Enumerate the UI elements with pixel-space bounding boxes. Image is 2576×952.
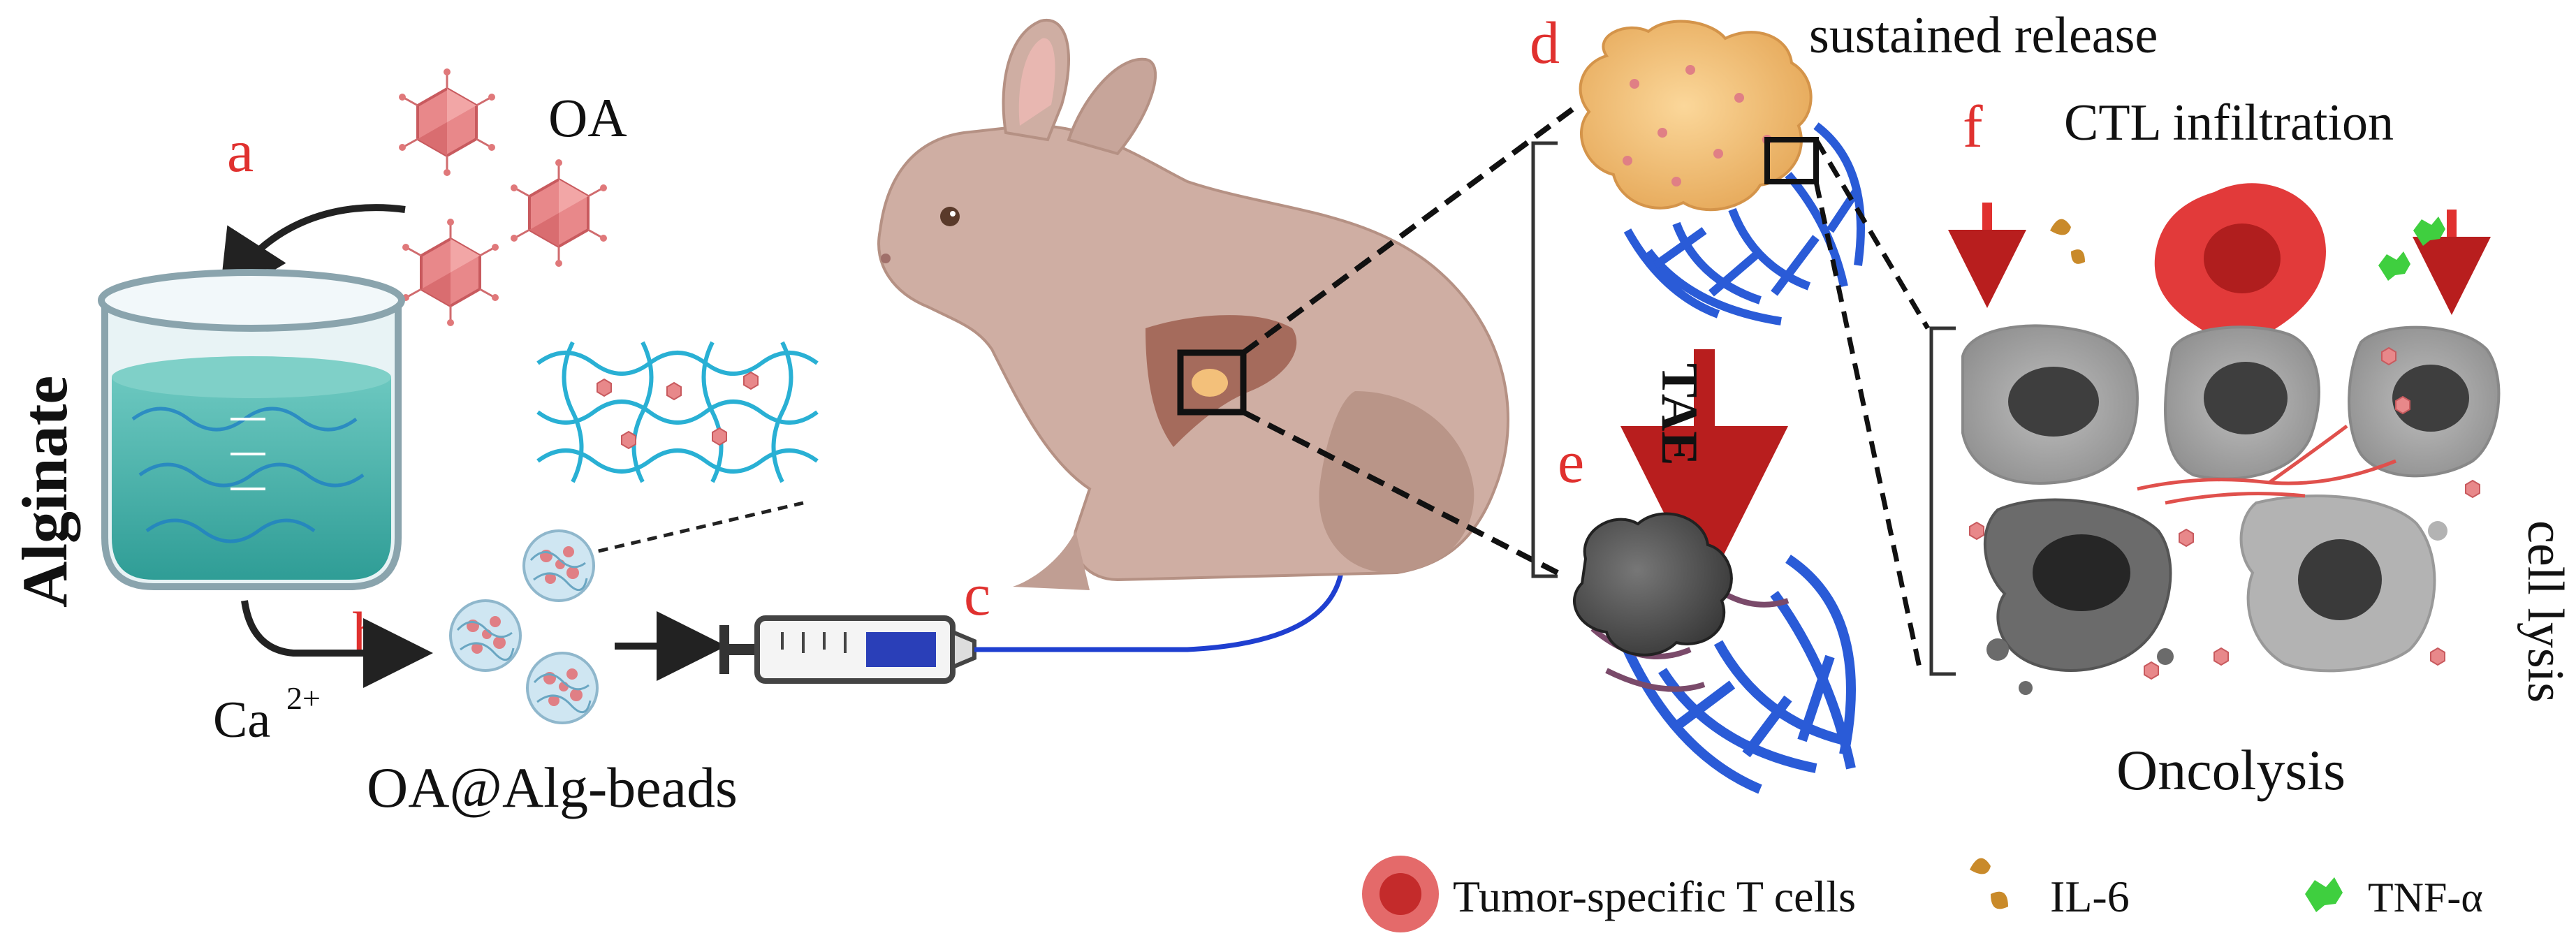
bead-icon: [522, 529, 595, 602]
panel-d: d sustained release: [1530, 7, 2158, 325]
ctl-infiltration-label: CTL infiltration: [2064, 94, 2394, 152]
bead-icon: [449, 599, 522, 672]
virus-icon: [2179, 529, 2194, 547]
zoom-line: [1813, 138, 1931, 330]
bracket: [1929, 326, 1956, 676]
lysed-tumor-cell: [2239, 495, 2447, 673]
bracket: [1531, 141, 1558, 578]
step-letter-a: a: [227, 117, 254, 184]
virus-icon: [2430, 647, 2445, 666]
virus-icon: [509, 158, 608, 268]
tumor-illustration: [1579, 20, 1813, 212]
oncolysis-label: Oncolysis: [2116, 738, 2346, 802]
virus-icon: [2213, 647, 2229, 666]
step-letter-c: c: [964, 561, 990, 628]
beads-label: OA@Alg-beads: [367, 756, 738, 819]
il6-icon: [1970, 858, 2008, 909]
panel-e: e: [1558, 428, 1856, 794]
tnf-alpha-icon: [2305, 877, 2343, 912]
sustained-release-label: sustained release: [1809, 7, 2158, 64]
lysed-tumor-cell: [1983, 498, 2174, 695]
embolized-tumor-illustration: [1573, 512, 1733, 657]
add-virus-arrow: [219, 204, 406, 303]
virus-icon: [401, 217, 500, 328]
tnf-alpha-icon: [2413, 217, 2445, 246]
zoom-line: [1813, 181, 1924, 675]
rabbit-illustration: [877, 18, 1509, 590]
zoom-line: [1241, 102, 1581, 356]
hydrogel-network-illustration: [534, 335, 819, 489]
tae-label: TAE: [1651, 363, 1708, 466]
panel-c: c: [719, 18, 1509, 684]
t-cell-nucleus: [2204, 224, 2281, 293]
beaker-icon: [98, 269, 405, 590]
calcium-charge-label: 2+: [286, 680, 321, 716]
legend: Tumor-specific T cells IL-6 TNF-α: [1362, 856, 2483, 932]
virus-icon: [397, 67, 497, 177]
calcium-label: Ca: [213, 691, 270, 749]
zoom-line: [1242, 409, 1559, 576]
zoom-line: [565, 501, 804, 561]
tnf-alpha-icon: [2378, 251, 2410, 281]
tumor-cell: [2164, 325, 2320, 481]
legend-label-il6: IL-6: [2050, 872, 2130, 921]
zoom-box: [1764, 137, 1819, 184]
virus-icon: [2465, 480, 2480, 498]
zoom-box: [1177, 349, 1247, 416]
gelation-arrow: [241, 600, 433, 688]
syringe-icon: [719, 615, 976, 684]
panel-f: f CTL infiltration: [1813, 93, 2574, 802]
legend-label-tcell: Tumor-specific T cells: [1453, 872, 1856, 921]
tumor-vessels: [1623, 122, 1865, 325]
legend-label-tnf: TNF-α: [2368, 874, 2483, 921]
panel-a: a OA Alginate: [9, 67, 627, 608]
step-letter-e: e: [1558, 428, 1584, 495]
step-letter-f: f: [1963, 93, 1983, 160]
fibers: [2137, 424, 2396, 505]
virus-label: OA: [548, 87, 627, 148]
bead-icon: [526, 652, 599, 724]
cell-lysis-label: cell lysis: [2517, 520, 2574, 703]
alginate-label: Alginate: [9, 376, 80, 608]
panel-b: b Ca 2+ OA@Alg-beads: [213, 335, 819, 819]
tumor-cell: [1961, 324, 2139, 485]
step-letter-d: d: [1530, 9, 1560, 76]
embolized-vessels: [1623, 555, 1856, 794]
virus-icon: [1969, 522, 1984, 540]
tumor-cell: [2348, 325, 2501, 478]
il6-icon: [2050, 219, 2085, 264]
virus-icon: [2144, 661, 2159, 680]
